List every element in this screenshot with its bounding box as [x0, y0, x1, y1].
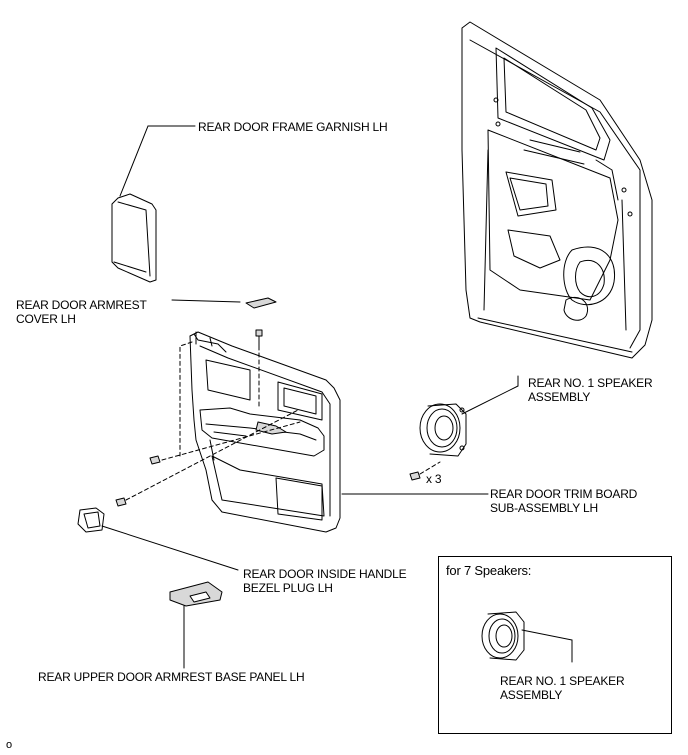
armrest-base-illustration: [169, 581, 223, 669]
figure-code: o: [6, 739, 12, 751]
label-bezel-plug-line2: BEZEL PLUG LH: [243, 581, 333, 595]
screw-illustrations: [115, 455, 421, 507]
armrest-cover-illustration: [171, 297, 277, 309]
label-trim-board-line1: REAR DOOR TRIM BOARD: [490, 487, 638, 501]
label-speaker-line2: ASSEMBLY: [528, 390, 591, 404]
label-speaker-line1: REAR NO. 1 SPEAKER: [528, 376, 653, 390]
inset-title: for 7 Speakers:: [446, 563, 532, 578]
inset-speaker-illustration: [481, 611, 573, 663]
label-armrest-base: REAR UPPER DOOR ARMREST BASE PANEL LH: [38, 670, 305, 684]
assembly-guide-lines: [125, 341, 301, 501]
label-trim-board-line2: SUB-ASSEMBLY LH: [490, 501, 598, 515]
label-bezel-plug-line1: REAR DOOR INSIDE HANDLE: [243, 567, 407, 581]
bezel-plug-illustration: [77, 507, 239, 571]
label-screw-quantity: x 3: [426, 472, 442, 486]
trim-clip-illustration: [255, 329, 263, 407]
frame-garnish-illustration: [111, 125, 196, 283]
inset-label-speaker-line2: ASSEMBLY: [500, 688, 563, 702]
inset-label-speaker-line1: REAR NO. 1 SPEAKER: [500, 674, 625, 688]
label-armrest-cover-line1: REAR DOOR ARMREST: [16, 298, 147, 312]
door-shell-illustration: [461, 21, 653, 359]
speaker-illustration: [419, 375, 519, 457]
label-frame-garnish: REAR DOOR FRAME GARNISH LH: [198, 120, 388, 134]
seven-speaker-inset: [438, 556, 672, 734]
label-armrest-cover-line2: COVER LH: [16, 312, 76, 326]
